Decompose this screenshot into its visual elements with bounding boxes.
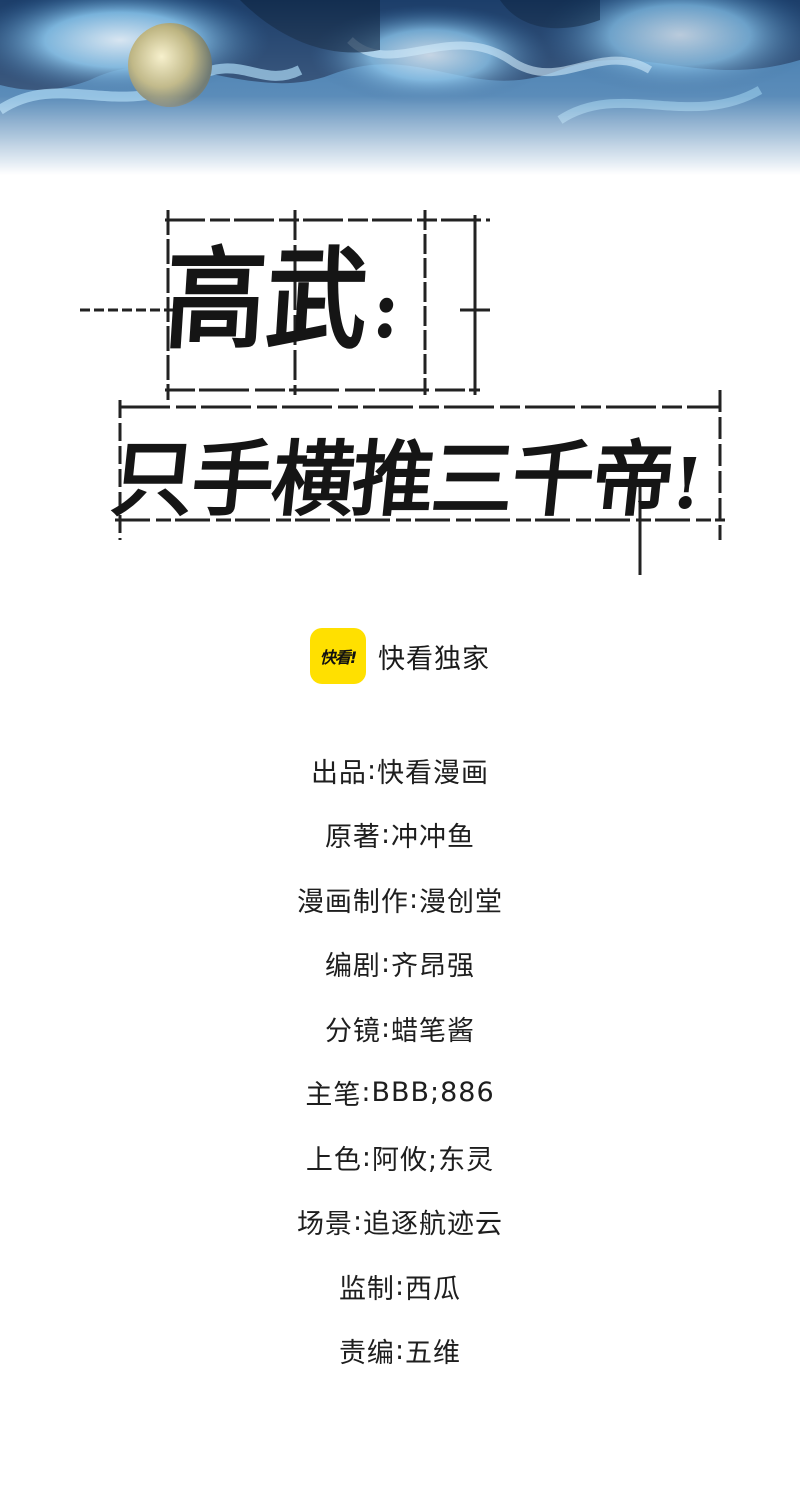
- title-line-1: 高武:: [160, 225, 405, 384]
- credit-item-production: 漫画制作:漫创堂: [296, 883, 504, 918]
- comic-title-logo: 高武: 只手横推三千帝!: [80, 185, 740, 585]
- credit-item-screenwriter: 编剧:齐昂强: [324, 948, 476, 983]
- credit-item-colorist: 上色:阿攸;东灵: [305, 1141, 495, 1176]
- credit-item-background: 场景:追逐航迹云: [296, 1206, 504, 1241]
- artwork-image: [0, 0, 800, 175]
- exclusive-label: 快看独家: [378, 643, 490, 675]
- credit-item-lead-artist: 主笔:BBB;886: [305, 1077, 495, 1112]
- exclusive-badge: 快看! 快看独家: [0, 628, 800, 684]
- title-frame-lines: [80, 210, 725, 575]
- title-line-2: 只手横推三千帝!: [107, 432, 705, 528]
- credit-item-supervisor: 监制:西瓜: [338, 1270, 462, 1305]
- credits-list: 出品:快看漫画 原著:冲冲鱼 漫画制作:漫创堂 编剧:齐昂强 分镜:蜡笔酱 主笔…: [0, 738, 800, 1383]
- credit-item-original-author: 原著:冲冲鱼: [324, 819, 476, 854]
- header-artwork: [0, 0, 800, 175]
- credit-item-editor: 责编:五维: [338, 1335, 462, 1370]
- kuaikan-logo-icon: 快看!: [310, 628, 366, 684]
- credit-item-publisher: 出品:快看漫画: [310, 754, 490, 789]
- credit-item-storyboard: 分镜:蜡笔酱: [324, 1012, 476, 1047]
